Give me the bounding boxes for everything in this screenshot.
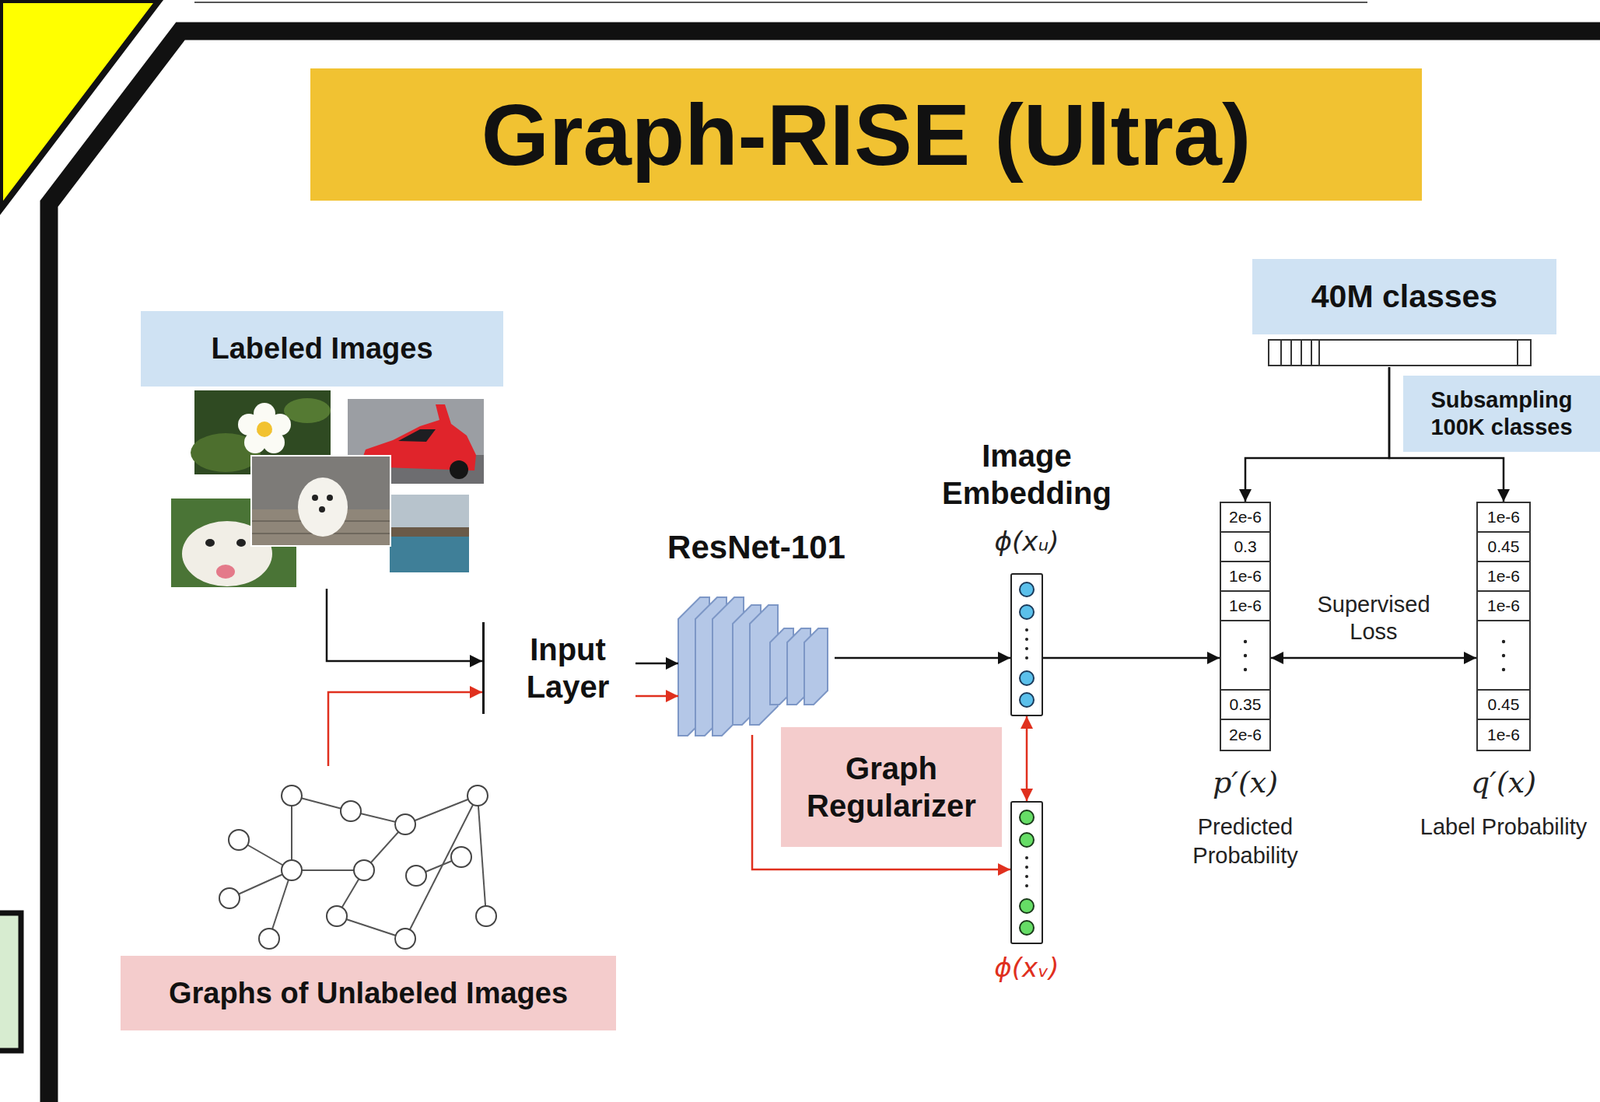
probability-cell: 1e-6: [1477, 562, 1530, 592]
probability-cell: 1e-6: [1477, 503, 1530, 533]
probability-cell: 0.3: [1221, 532, 1270, 563]
graph-links: [229, 795, 487, 939]
probability-cell: 1e-6: [1221, 562, 1270, 592]
connector: [635, 662, 679, 666]
leaf: [283, 398, 331, 424]
car-wheel: [449, 460, 469, 480]
probability-cell: 1e-6: [1477, 720, 1530, 750]
embedding-v-dots: [1025, 856, 1029, 888]
flower-center: [256, 421, 273, 438]
label-box: Graphs of Unlabeled Images: [120, 955, 617, 1031]
puppy-nose: [318, 506, 326, 513]
side-tab: [0, 913, 22, 1051]
flower: [238, 402, 291, 454]
vector-labels: Image Embedding ϕ(xᵤ): [910, 437, 1144, 558]
edge-label: Supervised Loss: [1304, 589, 1443, 648]
connector: [834, 657, 1011, 660]
puppy-eye: [311, 494, 319, 501]
input-layer: Input Layer: [482, 622, 636, 715]
water-pier: [389, 527, 470, 537]
class-bar: [1268, 339, 1531, 366]
connector: [326, 588, 483, 662]
embedding-u-units: [1019, 582, 1034, 708]
probability-vector: 1e-60.451e-61e-60.451e-6q′(x)Label Proba…: [1476, 501, 1531, 752]
water-photo: [388, 493, 470, 574]
picture-area: [120, 766, 617, 956]
embedding-heading: Image Embedding: [910, 437, 1144, 512]
corner-stripe: [0, 0, 160, 211]
bulldog-eye: [205, 539, 215, 547]
slide-frame: [49, 31, 1600, 1102]
box-label: Graph Regularizer: [793, 749, 990, 825]
puppy-photo: [251, 455, 391, 547]
connector: [1245, 367, 1390, 502]
labeled-photos: [170, 389, 485, 589]
graph-vertices: [219, 785, 497, 949]
embedding-symbol: ϕ(xᵤ): [910, 525, 1144, 558]
bulldog-eye: [236, 539, 246, 547]
connector: [1043, 657, 1220, 660]
embedding-v-units: [1019, 810, 1034, 935]
class-set: 40M classes: [1252, 259, 1557, 368]
vector-caption: q′(x) Label Probability: [1417, 763, 1590, 842]
connector: [635, 695, 679, 698]
embedding-vector: ϕ(xᵥ): [1010, 801, 1044, 945]
probability-cell: 2e-6: [1221, 720, 1270, 750]
puppy: [297, 477, 348, 537]
embedding-vector: Image Embeddingϕ(xᵤ): [1010, 573, 1044, 717]
labeled-images-group: Labeled Images: [140, 311, 504, 589]
probability-cell: 1e-6: [1477, 591, 1530, 622]
unlabeled-graph-group: Graphs of Unlabeled Images: [120, 766, 617, 1031]
probability-cell: 0.45: [1477, 690, 1530, 721]
probability-caption: Label Probability: [1417, 812, 1590, 841]
probability-symbol: q′(x): [1417, 763, 1590, 802]
probability-symbol: p′(x): [1159, 763, 1331, 802]
unlabeled-image-graph: [219, 785, 497, 949]
car-window: [398, 429, 436, 442]
subsampling-box: Subsampling 100K classes: [1403, 375, 1600, 452]
probability-cell: 2e-6: [1221, 503, 1270, 533]
probability-caption: Predicted Probability: [1159, 812, 1331, 870]
probability-cell: 0.35: [1221, 690, 1270, 721]
ellipsis-cell: [1477, 621, 1530, 691]
probability-vector: 2e-60.31e-61e-60.352e-6p′(x)Predicted Pr…: [1219, 501, 1271, 752]
picture-area: [140, 386, 504, 589]
title-band: Graph-RISE (Ultra): [310, 68, 1422, 201]
probability-cell: 0.45: [1477, 532, 1530, 563]
picture-area: [1252, 334, 1557, 368]
top-bar-edge: [194, 1, 1368, 4]
connector: [328, 692, 483, 767]
puppy-eye: [326, 494, 333, 501]
embedding-symbol: ϕ(xᵥ): [910, 952, 1144, 984]
box-label: Subsampling 100K classes: [1415, 386, 1588, 442]
regularizer-box: Graph Regularizer: [780, 727, 1002, 848]
resnet-block: ResNet-101: [678, 597, 835, 736]
water: [389, 536, 470, 573]
bulldog-tongue: [216, 564, 235, 579]
probability-cell: 1e-6: [1221, 591, 1270, 622]
title-text: Graph-RISE (Ultra): [481, 84, 1251, 186]
resnet-layers: [678, 597, 828, 736]
label-box: 40M classes: [1252, 259, 1557, 335]
connector: [1025, 716, 1029, 802]
label-box: Labeled Images: [140, 311, 504, 387]
vector-caption: p′(x) Predicted Probability: [1159, 763, 1331, 870]
vector-labels: ϕ(xᵥ): [910, 952, 1144, 984]
component-heading: ResNet-101: [667, 528, 846, 567]
ellipsis-cell: [1221, 621, 1270, 691]
embedding-u-dots: [1025, 628, 1029, 660]
connector: [1270, 657, 1477, 660]
layer-label: Input Layer: [509, 630, 627, 706]
